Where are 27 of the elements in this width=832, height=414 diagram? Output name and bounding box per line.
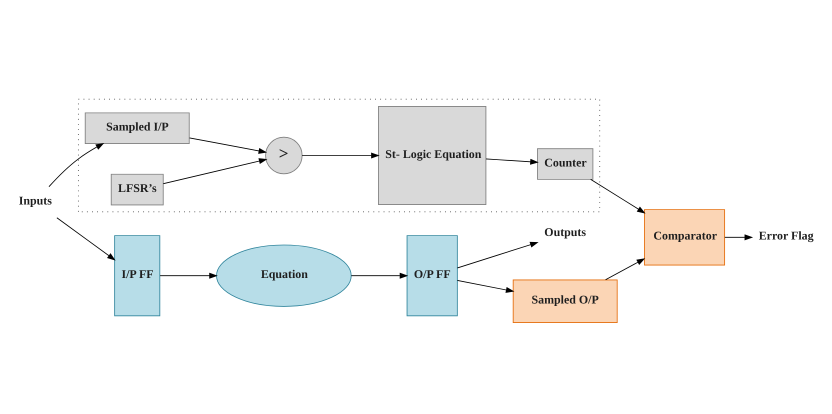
- node-circle: >: [265, 136, 303, 174]
- node-box: Counter: [537, 148, 594, 180]
- arrow: [302, 152, 380, 158]
- arrow: [457, 241, 539, 268]
- node-box: St- Logic Equation: [378, 106, 486, 204]
- arrow: [350, 272, 408, 278]
- arrow: [189, 136, 268, 154]
- arrow: [486, 158, 539, 164]
- node-text: Error Flag: [758, 228, 814, 242]
- node-box: Comparator: [644, 208, 726, 265]
- node-ellipse: Equation: [216, 244, 352, 306]
- node-box: LFSR’s: [110, 173, 164, 205]
- node-text: Inputs: [18, 193, 52, 208]
- arrow: [590, 178, 646, 214]
- arrow: [162, 158, 268, 184]
- node-box: Sampled O/P: [512, 279, 618, 323]
- node-text: Outputs: [544, 224, 586, 239]
- arrow: [48, 142, 104, 187]
- arrow: [605, 258, 646, 280]
- cluster: [78, 98, 600, 212]
- arrow: [724, 234, 754, 240]
- node-box: I/P FF: [114, 234, 160, 316]
- arrow: [56, 216, 116, 260]
- arrow: [160, 272, 218, 278]
- node-box: Sampled I/P: [84, 112, 190, 144]
- node-box: O/P FF: [406, 234, 458, 316]
- arrow: [457, 280, 514, 292]
